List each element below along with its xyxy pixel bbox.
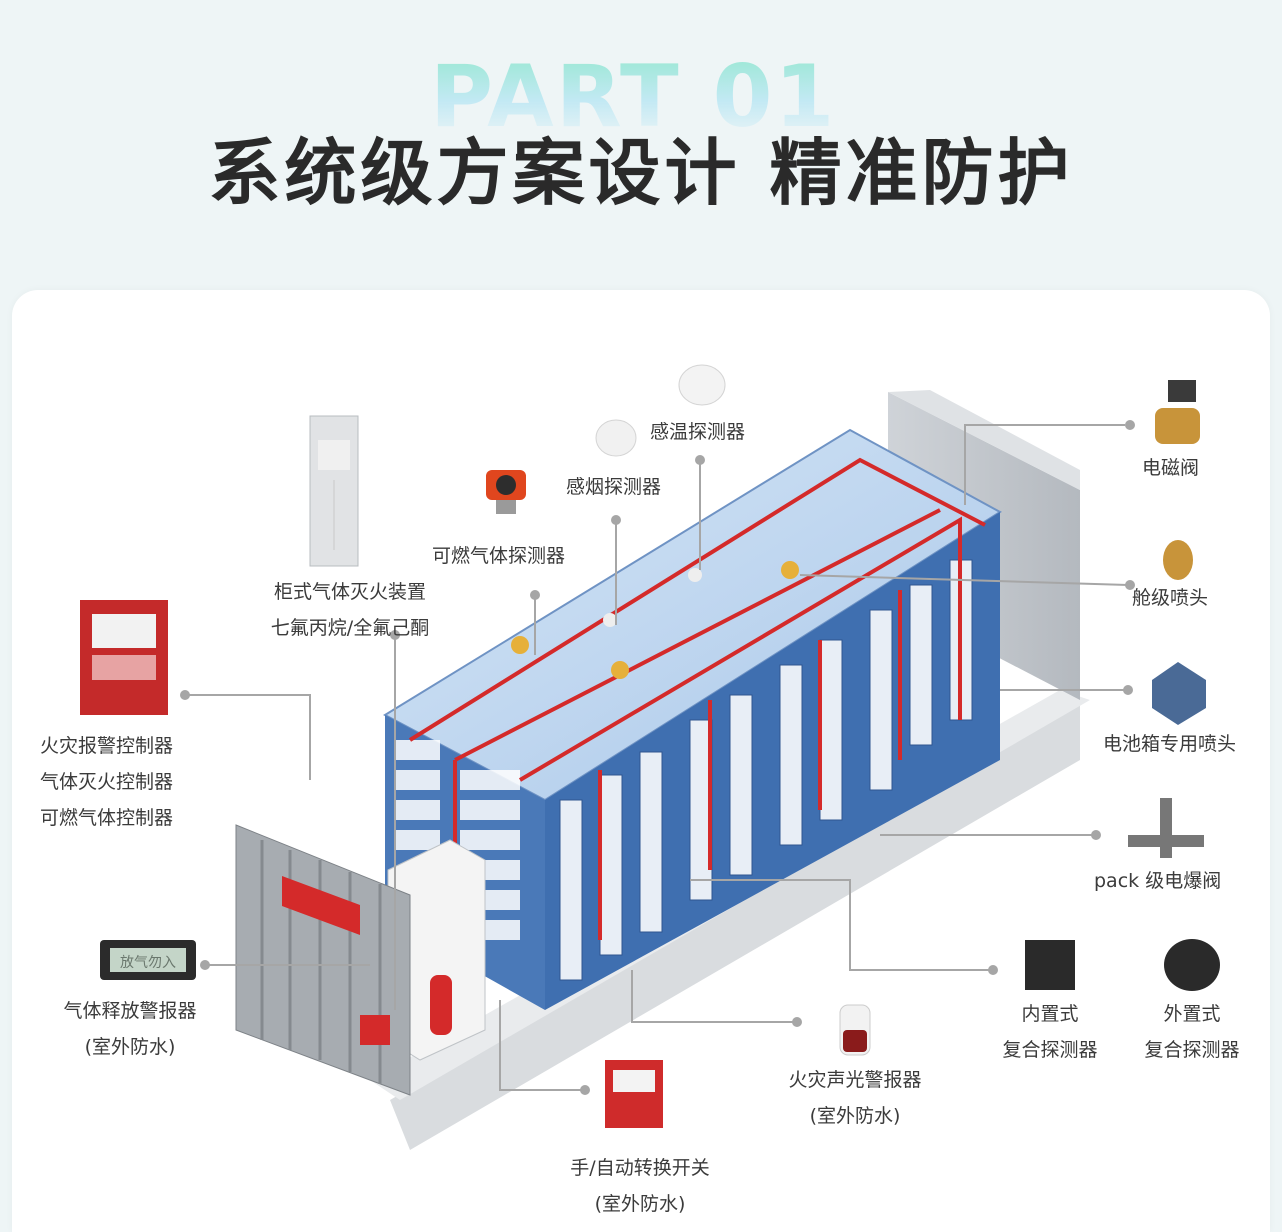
gas-extinguishing-controller-label: 气体灭火控制器 <box>40 771 174 793</box>
builtin-detector-icon <box>1025 940 1075 990</box>
solenoid-valve-icon <box>1155 380 1200 444</box>
battery-box-nozzle-label: 电池箱专用喷头 <box>1103 733 1237 755</box>
cabin-nozzle-label: 舱级喷头 <box>1132 587 1209 609</box>
door-switch-box <box>360 1015 390 1045</box>
solenoid-valve-label: 电磁阀 <box>1142 457 1200 479</box>
manual-switch-label-line1: 手/自动转换开关 <box>570 1157 710 1179</box>
gas-cabinet-label-line1: 柜式气体灭火装置 <box>273 581 426 603</box>
manual-switch-label: 手/自动转换开关 (室外防水) <box>545 1150 735 1222</box>
pack-valve-label: pack 级电爆阀 <box>1094 870 1222 892</box>
gas-release-alarm-icon: 放气勿入 <box>100 940 196 980</box>
external-detector-icon <box>1164 939 1220 991</box>
battery-nozzle-icon <box>1152 662 1206 725</box>
gas-cabinet-label: 柜式气体灭火装置 七氟丙烷/全氟己酮 <box>240 574 460 646</box>
controllers-label: 火灾报警控制器 气体灭火控制器 可燃气体控制器 <box>40 728 173 836</box>
sound-light-alarm-label-line1: 火灾声光警报器 <box>788 1069 922 1091</box>
battery-racks <box>382 428 1002 1010</box>
gas-release-alarm-label: 气体释放警报器 (室外防水) <box>40 993 220 1065</box>
combustible-gas-controller-label: 可燃气体控制器 <box>40 807 174 829</box>
sound-light-alarm-label: 火灾声光警报器 (室外防水) <box>770 1062 940 1134</box>
part-number-watermark: PART 01 <box>430 52 860 142</box>
pack-valve-icon <box>1128 798 1204 858</box>
external-detector-label: 外置式 复合探测器 <box>1132 996 1252 1068</box>
smoke-detector-label: 感烟探测器 <box>566 476 662 498</box>
container-floor <box>390 700 1080 1150</box>
heat-detector-icon <box>678 364 726 406</box>
external-detector-label-line2: 复合探测器 <box>1144 1039 1240 1061</box>
heat-detector-label: 感温探测器 <box>650 421 746 443</box>
controller-panel-icon <box>80 600 168 715</box>
cabin-nozzle-icon <box>1163 540 1193 580</box>
page-title: 系统级方案设计 精准防护 <box>208 131 1074 215</box>
gas-release-alarm-label-line2: (室外防水) <box>84 1036 176 1058</box>
fire-alarm-controller-label: 火灾报警控制器 <box>40 735 174 757</box>
gas-release-alarm-label-line1: 气体释放警报器 <box>63 1000 197 1022</box>
manual-switch-label-line2: (室外防水) <box>594 1193 686 1215</box>
manual-switch-icon <box>605 1060 663 1128</box>
gas-cabinet-label-line2: 七氟丙烷/全氟己酮 <box>270 617 430 639</box>
sound-light-alarm-icon <box>839 1004 871 1056</box>
builtin-detector-label-line1: 内置式 <box>1021 1003 1079 1025</box>
external-detector-label-line1: 外置式 <box>1163 1003 1221 1025</box>
smoke-detector-icon <box>595 419 637 457</box>
combustible-gas-detector-icon <box>486 470 526 514</box>
leader-lines <box>185 424 1129 1091</box>
gas-cabinet-icon <box>309 415 359 567</box>
combustible-gas-detector-label: 可燃气体探测器 <box>432 545 566 567</box>
door-warning-sign <box>282 876 360 935</box>
builtin-detector-label-line2: 复合探测器 <box>1002 1039 1098 1061</box>
extinguisher-cylinder <box>430 975 452 1035</box>
builtin-detector-label: 内置式 复合探测器 <box>990 996 1110 1068</box>
sound-light-alarm-label-line2: (室外防水) <box>809 1105 901 1127</box>
alarm-panel-text: 放气勿入 <box>120 955 176 971</box>
